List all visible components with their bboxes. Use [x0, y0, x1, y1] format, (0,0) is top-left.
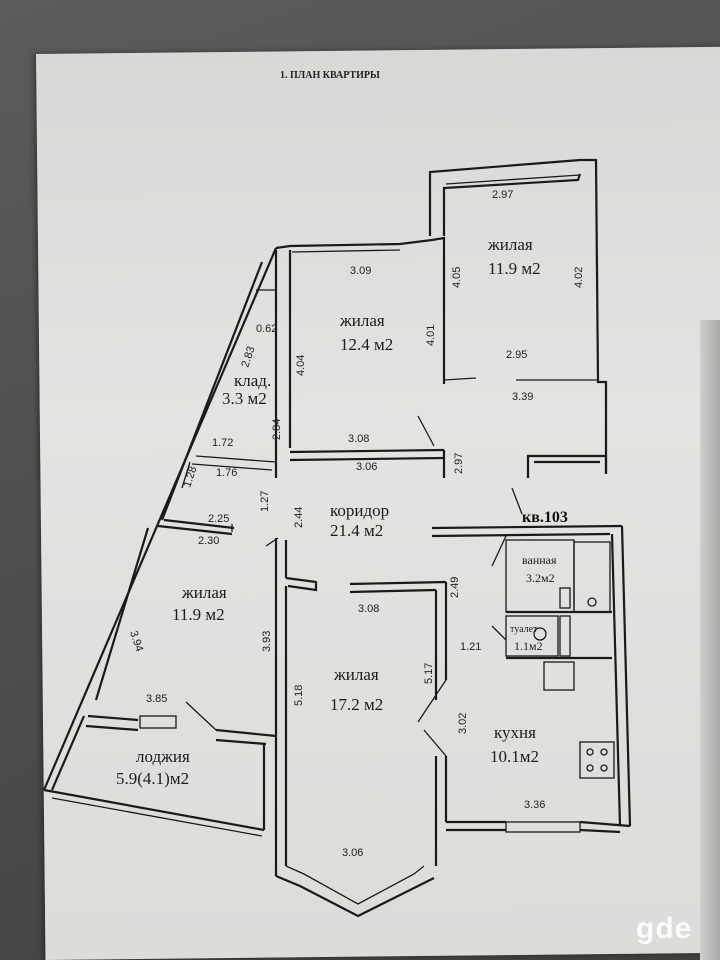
door-living-a — [417, 415, 435, 447]
bay-window — [275, 874, 435, 918]
corridor-name: коридор — [330, 501, 389, 520]
dim-label: 1.27 — [259, 491, 271, 512]
window-living-a — [291, 249, 401, 253]
dim-label: 5.17 — [423, 663, 435, 684]
living-a-area: 12.4 м2 — [340, 335, 393, 354]
dim-label: 3.06 — [356, 461, 377, 473]
dim-label: 2.95 — [506, 349, 527, 361]
wall-living-d — [285, 576, 318, 592]
window-living-c — [139, 715, 177, 729]
dim-label: 3.02 — [457, 713, 469, 734]
dim-label: 2.44 — [293, 507, 305, 528]
toilet-name: туалет — [510, 624, 538, 635]
dim-label: 0.62 — [256, 323, 277, 335]
dim-label: 5.18 — [293, 685, 305, 706]
wall-living-b-inner — [442, 173, 582, 236]
storage-area: 3.3 м2 — [222, 389, 267, 408]
window-living-b — [445, 174, 581, 185]
dim-label: 3.94 — [127, 629, 145, 653]
dim-label: 2.30 — [198, 535, 219, 547]
wall-diagonal-outer — [42, 247, 278, 791]
dim-label: 3.85 — [146, 693, 167, 705]
bathtub — [573, 541, 611, 613]
dim-label: 4.01 — [425, 325, 437, 346]
living-b-name: жилая — [487, 235, 533, 254]
dim-label: 3.06 — [342, 847, 363, 859]
bathroom-area: 3.2м2 — [526, 571, 555, 585]
dim-label: 1.76 — [216, 467, 237, 479]
bathroom-name: ванная — [522, 553, 557, 567]
stove — [579, 741, 615, 779]
living-b-area: 11.9 м2 — [488, 259, 541, 278]
window-kitchen — [505, 821, 581, 833]
living-d-area: 17.2 м2 — [330, 695, 383, 714]
dim-label: 1.21 — [460, 641, 481, 653]
dim-label: 1.28 — [181, 465, 199, 489]
kitchen-area: 10.1м2 — [490, 747, 539, 766]
loggia-name: лоджия — [136, 747, 190, 766]
door-bathroom — [491, 535, 507, 567]
dim-label: 3.08 — [358, 603, 379, 615]
loggia-area: 5.9(4.1)м2 — [116, 769, 189, 788]
living-d-name: жилая — [333, 665, 379, 684]
page-edge — [700, 320, 720, 960]
dim-label: 2.97 — [453, 453, 465, 474]
toilet-bowl — [533, 627, 547, 641]
wall-living-a — [275, 236, 446, 384]
toilet-area: 1.1м2 — [514, 639, 543, 653]
dim-label: 3.39 — [512, 391, 533, 403]
dim-label: 2.83 — [239, 345, 257, 369]
door-living-c — [185, 701, 217, 731]
living-c-name: жилая — [181, 583, 227, 602]
wall-living-b — [428, 158, 608, 474]
dim-label: 2.25 — [208, 513, 229, 525]
dim-label: 3.08 — [348, 433, 369, 445]
door-living-d — [417, 679, 447, 723]
living-a-name: жилая — [339, 311, 385, 330]
dim-label: 1.72 — [212, 437, 233, 449]
corridor-area: 21.4 м2 — [330, 521, 383, 540]
dim-label: 4.05 — [451, 267, 463, 288]
dim-label: 3.36 — [524, 799, 545, 811]
dim-label: 3.09 — [350, 265, 371, 277]
sink — [543, 661, 575, 691]
dim-label: 4.04 — [295, 355, 307, 376]
dim-label: 4.02 — [573, 267, 585, 288]
plan-title: 1. ПЛАН КВАРТИРЫ — [280, 70, 380, 81]
toilet-outline — [505, 615, 559, 657]
storage-name: клад. — [234, 371, 271, 390]
dim-label: 3.93 — [261, 631, 273, 652]
loggia-rail — [43, 788, 265, 832]
kitchen-name: кухня — [494, 723, 536, 742]
apartment-label: кв.103 — [522, 509, 568, 526]
dim-label: 2.97 — [492, 189, 513, 201]
dim-label: 2.49 — [449, 577, 461, 598]
living-c-area: 11.9 м2 — [172, 605, 225, 624]
watermark-logo: gde — [636, 912, 693, 945]
dim-label: 2.84 — [271, 419, 283, 440]
